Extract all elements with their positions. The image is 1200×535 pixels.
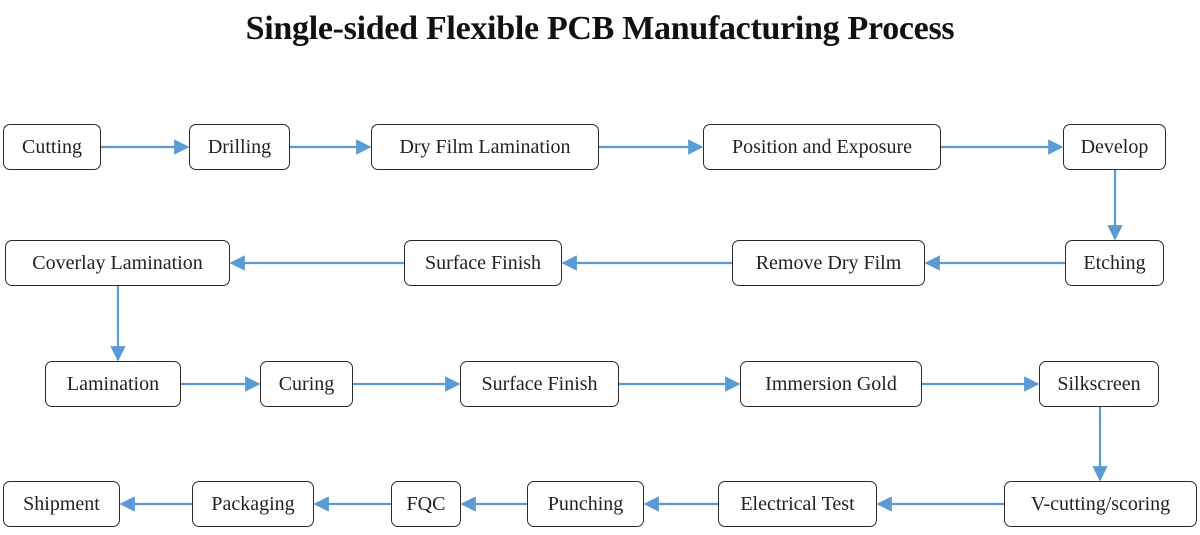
step-cutting: Cutting xyxy=(3,124,101,170)
step-immersion-gold: Immersion Gold xyxy=(740,361,922,407)
step-coverlay-lamination: Coverlay Lamination xyxy=(5,240,230,286)
step-surface-finish-2: Surface Finish xyxy=(460,361,619,407)
step-lamination: Lamination xyxy=(45,361,181,407)
step-position-and-exposure: Position and Exposure xyxy=(703,124,941,170)
step-drilling: Drilling xyxy=(189,124,290,170)
step-shipment: Shipment xyxy=(3,481,120,527)
step-v-cutting-scoring: V-cutting/scoring xyxy=(1004,481,1197,527)
step-fqc: FQC xyxy=(391,481,461,527)
step-remove-dry-film: Remove Dry Film xyxy=(732,240,925,286)
step-packaging: Packaging xyxy=(192,481,314,527)
step-etching: Etching xyxy=(1065,240,1164,286)
step-surface-finish-1: Surface Finish xyxy=(404,240,562,286)
step-electrical-test: Electrical Test xyxy=(718,481,877,527)
step-dry-film-lamination: Dry Film Lamination xyxy=(371,124,599,170)
step-develop: Develop xyxy=(1063,124,1166,170)
step-silkscreen: Silkscreen xyxy=(1039,361,1159,407)
step-curing: Curing xyxy=(260,361,353,407)
page-title: Single-sided Flexible PCB Manufacturing … xyxy=(245,10,955,47)
step-punching: Punching xyxy=(527,481,644,527)
